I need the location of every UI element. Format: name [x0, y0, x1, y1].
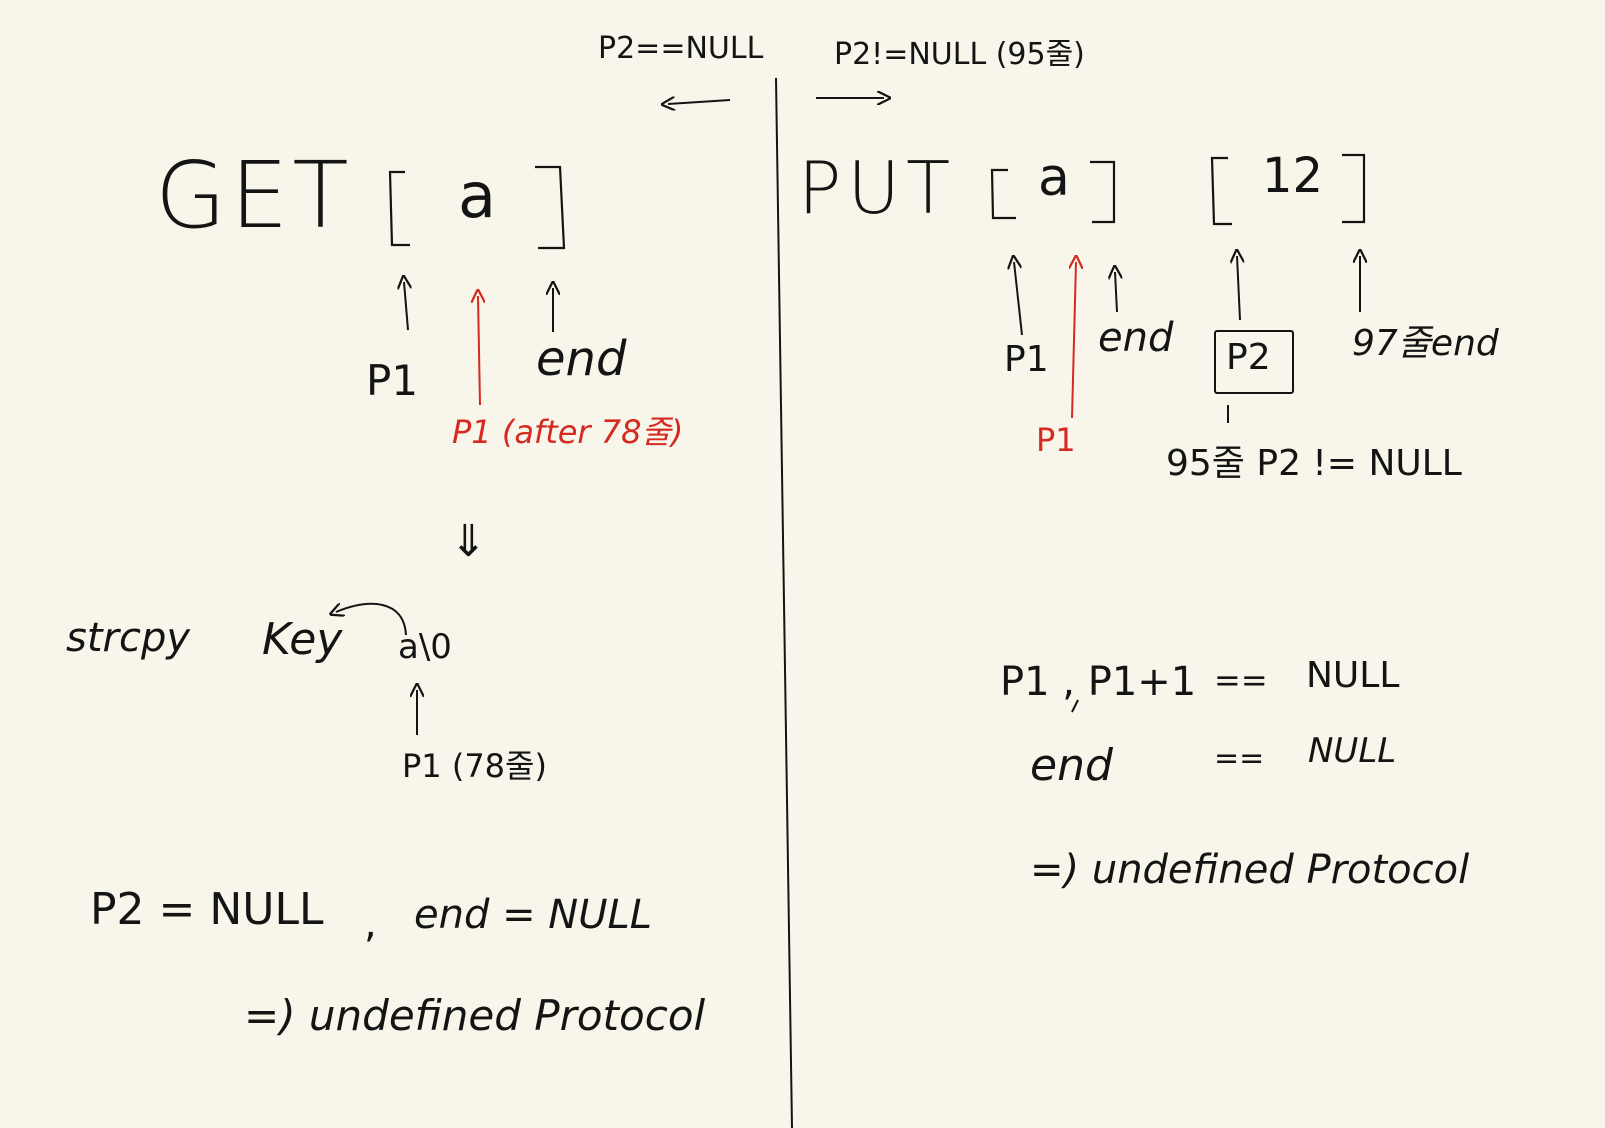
put-end-arrow	[1115, 272, 1117, 313]
put-conclusion: =) undefined Protocol	[1030, 847, 1470, 893]
get-p1-after-arrow	[478, 296, 480, 406]
put-p1-arrow	[1014, 262, 1023, 336]
center-divider	[775, 77, 793, 1128]
put-p2-note: 95줄 P2 != NULL	[1166, 443, 1462, 484]
put-p1-red-label: P1	[1036, 421, 1076, 459]
key-value: a\0	[398, 627, 452, 667]
get-p1-label: P1	[366, 356, 419, 405]
get-close-bracket	[535, 165, 566, 250]
get-end-label: end	[536, 331, 627, 387]
put-bracket1-content: a	[1038, 148, 1070, 208]
put-p1-label: P1	[1004, 339, 1049, 380]
strcpy-label: strcpy	[66, 615, 191, 661]
get-command: GET	[155, 142, 353, 249]
put-open-bracket-1	[990, 168, 1016, 220]
get-bracket-content: a	[458, 159, 496, 232]
put-end97-label: 97줄end	[1352, 323, 1499, 364]
strcpy-curve-arrow	[336, 604, 407, 636]
put-cond2-op: ==	[1214, 741, 1265, 776]
put-command: PUT	[798, 146, 957, 230]
put-close-bracket-2	[1342, 153, 1366, 224]
get-down-arrow: ⇓	[450, 516, 487, 567]
get-conclusion: =) undefined Protocol	[244, 991, 706, 1040]
put-p2-box	[1214, 330, 1294, 394]
put-cond2-right: NULL	[1308, 731, 1397, 771]
get-status-comma: ,	[364, 901, 377, 947]
put-p2-arrow	[1237, 256, 1240, 321]
put-p1-red-arrow	[1072, 262, 1076, 419]
get-status-end: end = NULL	[414, 892, 653, 938]
get-status-p2: P2 = NULL	[90, 884, 324, 935]
put-open-bracket-2	[1210, 156, 1232, 226]
put-cond1-left: P1 , P1+1	[1000, 659, 1197, 705]
put-cond2-left: end	[1030, 740, 1113, 791]
put-end-label: end	[1098, 315, 1174, 361]
get-open-bracket	[388, 170, 410, 247]
left-direction-arrow	[668, 100, 731, 104]
put-comma-stroke	[1071, 699, 1079, 713]
get-p1-after-label: P1 (after 78줄)	[452, 413, 684, 451]
put-bracket2-content: 12	[1262, 148, 1324, 204]
key-label: Key	[262, 614, 343, 665]
top-right-label: P2!=NULL (95줄)	[834, 37, 1085, 72]
top-left-label: P2==NULL	[598, 31, 764, 66]
put-p2-label: P2	[1226, 337, 1271, 378]
put-cond1-op: ==	[1214, 661, 1268, 699]
put-close-bracket-1	[1090, 160, 1116, 224]
get-p1-78-label: P1 (78줄)	[402, 747, 547, 785]
put-cond1-right: NULL	[1306, 655, 1400, 696]
get-p1-arrow	[404, 282, 408, 331]
